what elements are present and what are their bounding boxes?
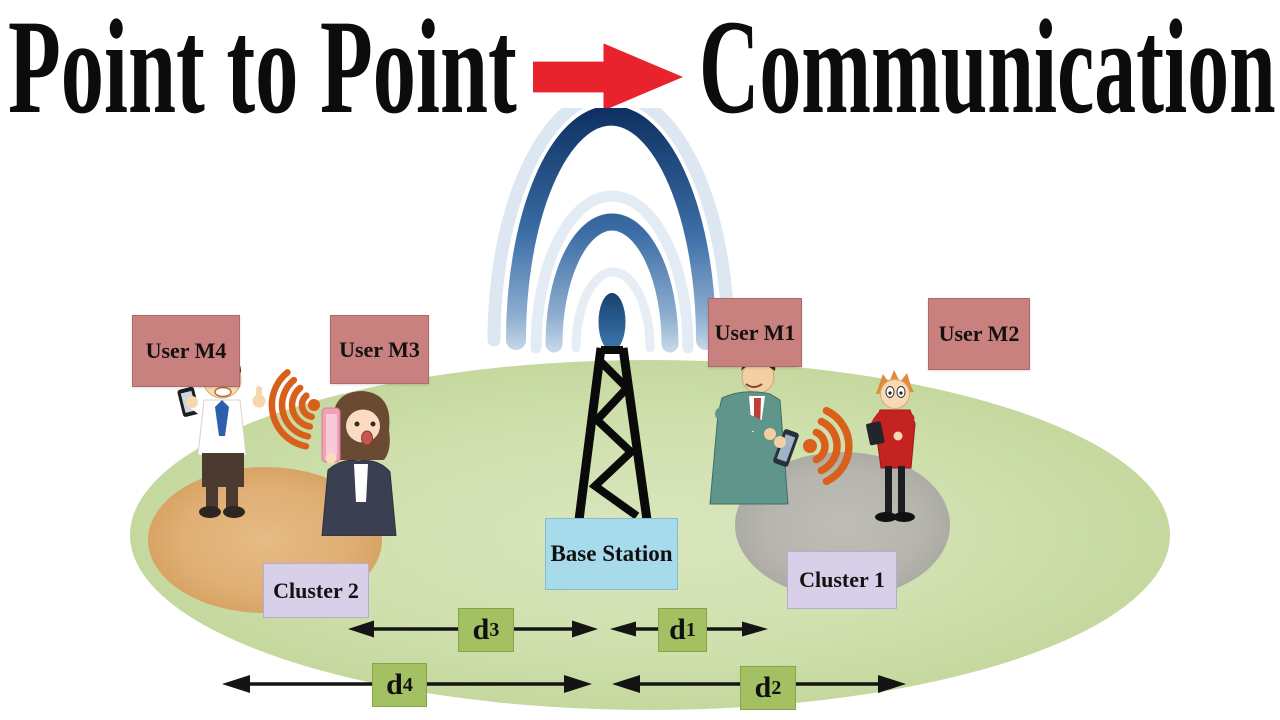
user-m2-figure xyxy=(866,370,916,522)
cluster-1-label-text: Cluster 1 xyxy=(799,567,885,592)
d1-symbol: d xyxy=(669,613,686,646)
lattice-tower-icon xyxy=(574,346,652,521)
user-m1-label: User M1 xyxy=(708,298,802,367)
m4-tie xyxy=(215,400,229,436)
user-m3-label: User M3 xyxy=(330,315,429,384)
cluster-2-label-text: Cluster 2 xyxy=(273,577,359,603)
base-station-label: Base Station xyxy=(545,518,678,590)
user-m1-figure xyxy=(709,355,799,505)
m2-tablet xyxy=(866,421,885,446)
wave-arcs xyxy=(506,108,716,353)
user-m3-label-text: User M3 xyxy=(339,336,420,362)
m3-open-mouth xyxy=(361,430,373,446)
user-m3-figure xyxy=(321,391,397,536)
user-m2-label-text: User M2 xyxy=(938,321,1020,346)
right-block-arrow-icon xyxy=(533,43,683,111)
radio-waves-icon xyxy=(487,108,735,354)
m1-phone xyxy=(773,429,799,467)
user-m4-label: User M4 xyxy=(132,315,240,387)
d2-symbol: d xyxy=(754,671,772,704)
wifi-signal-icon-right xyxy=(803,406,853,486)
user-m4-label-text: User M4 xyxy=(145,338,227,363)
d3-symbol: d xyxy=(472,613,490,646)
antenna-head xyxy=(598,293,626,351)
base-station-label-text: Base Station xyxy=(550,541,673,566)
distance-arrows xyxy=(222,620,906,693)
user-m1-label-text: User M1 xyxy=(714,319,796,345)
cluster-2-label: Cluster 2 xyxy=(263,563,369,618)
d4-symbol: d xyxy=(386,668,403,701)
title-communication: Communication xyxy=(699,0,1276,142)
cluster-1-label: Cluster 1 xyxy=(787,551,897,609)
wifi-signal-icon-left xyxy=(268,369,320,450)
user-m2-label: User M2 xyxy=(928,298,1030,370)
title-point-to-point: Point to Point xyxy=(8,0,517,142)
arrow-heads xyxy=(222,620,906,693)
faint-wave-arcs xyxy=(487,108,735,354)
